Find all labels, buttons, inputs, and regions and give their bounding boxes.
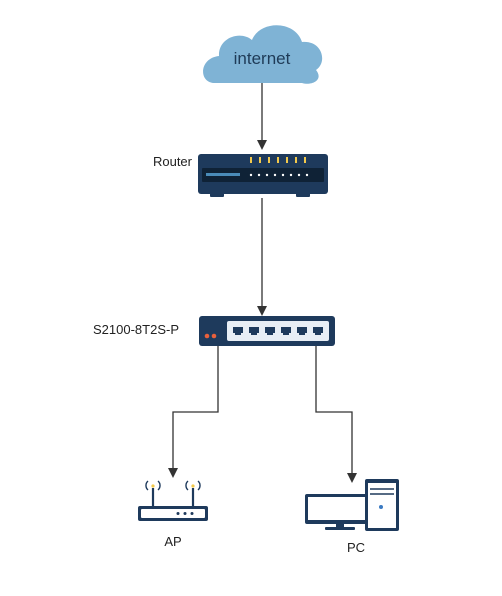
switch-icon xyxy=(199,316,335,346)
access-point-icon xyxy=(138,480,208,521)
pc-icon xyxy=(305,479,399,531)
connector-switch-pc xyxy=(315,346,357,483)
cloud-label: internet xyxy=(234,49,291,68)
internet-cloud-icon: internet xyxy=(203,25,323,84)
switch-label: S2100-8T2S-P xyxy=(93,322,179,337)
connector-switch-ap xyxy=(168,346,219,478)
router-label: Router xyxy=(153,154,193,169)
router-icon xyxy=(198,154,328,197)
ap-label: AP xyxy=(164,534,181,549)
pc-label: PC xyxy=(347,540,365,555)
